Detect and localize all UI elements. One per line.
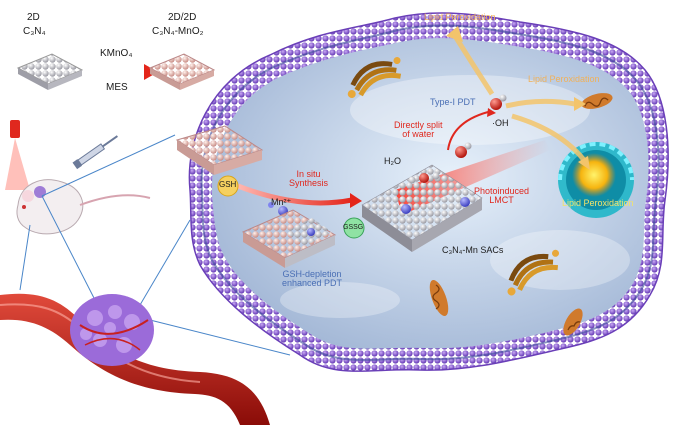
laser-source xyxy=(5,120,30,190)
syringe-icon xyxy=(72,135,118,170)
gsh-particle xyxy=(217,175,239,197)
label-mn2plus: Mn²⁺ xyxy=(271,197,292,207)
label-kmno4: KMnO₄ xyxy=(100,48,133,59)
label-2d: 2D xyxy=(27,12,40,23)
tumor xyxy=(70,294,154,366)
arrow-insitu xyxy=(237,183,353,206)
label-h2o: H₂O xyxy=(384,156,401,166)
label-lipid-peroxidation-right: Lipid Peroxidation xyxy=(528,74,600,84)
label-c3n4-mn-sacs: C₃N₄-Mn SACs xyxy=(442,245,504,255)
mouse xyxy=(16,179,151,235)
label-mes: MES xyxy=(106,82,128,93)
connector-lines xyxy=(19,134,291,356)
c3n4-sheet xyxy=(16,53,84,90)
label-in-situ: In situ Synthesis xyxy=(289,169,329,189)
mitochondrion-right xyxy=(581,93,613,109)
label-gsh-depletion: GSH-depletion enhanced PDT xyxy=(282,269,343,289)
oh-radical-1 xyxy=(455,142,472,158)
label-gsh: GSH xyxy=(219,180,237,189)
label-c3n4: C₃N₄ xyxy=(23,26,46,37)
label-lipid-peroxidation-top: Lipid Peroxidation xyxy=(424,12,496,22)
arrow-split-to-oh xyxy=(447,111,489,151)
label-gssg: GSSG xyxy=(343,224,364,231)
label-type1-pdt: Type-I PDT xyxy=(430,97,476,107)
golgi-bottom xyxy=(507,249,560,296)
mno2-sheet-entering xyxy=(175,125,264,175)
label-directly-split: Directly split of water xyxy=(394,120,443,140)
bilayer-line xyxy=(200,24,660,361)
c3n4-mno2-sheet xyxy=(148,53,216,90)
gssg-particle xyxy=(343,217,365,239)
arrow-to-nucleus xyxy=(511,113,586,162)
arrow-to-lipid-right xyxy=(505,98,576,109)
label-lipid-peroxidation-nucleus: Lipid Peroxidation xyxy=(562,198,634,208)
label-c3n4-mno2: C₃N₄-MnO₂ xyxy=(152,26,204,37)
arrow-to-lipid-top xyxy=(452,34,495,96)
mno2-sheet-cell xyxy=(241,209,337,268)
label-hydroxyl: ·OH xyxy=(492,118,509,128)
nucleus xyxy=(558,142,634,218)
mitochondrion-bottom xyxy=(563,308,583,336)
label-photoinduced-lmct: Photoinduced LMCT xyxy=(474,186,530,206)
oh-radical-2 xyxy=(490,94,507,110)
sac-nanosheet xyxy=(361,164,483,252)
golgi-top xyxy=(347,57,402,99)
mitochondrion-center xyxy=(429,279,449,317)
label-2d2d: 2D/2D xyxy=(168,12,197,23)
